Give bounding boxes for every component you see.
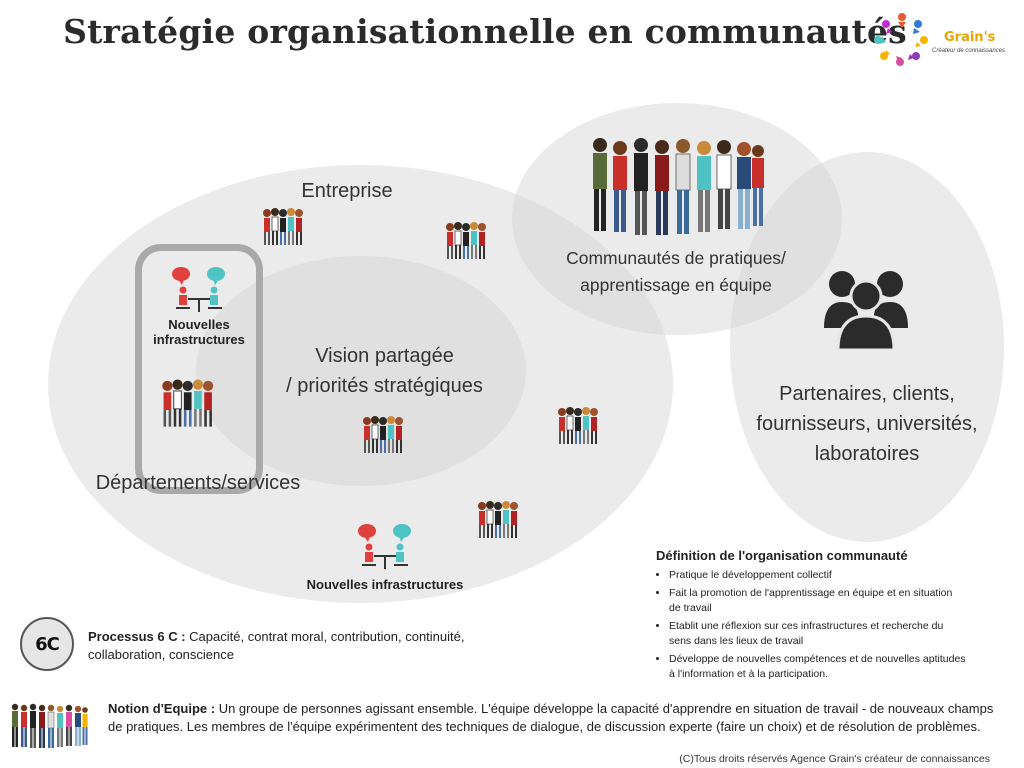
group-people-icon: [445, 221, 487, 260]
departements-label: Départements/services: [95, 472, 301, 494]
copyright-text: (C)Tous droits réservés Agence Grain's c…: [679, 753, 990, 765]
communautes-line-2: apprentissage en équipe: [580, 275, 772, 295]
team-crowd-icon: [11, 703, 88, 748]
group-people-icon: [161, 378, 214, 428]
group-people-icon: [557, 406, 599, 445]
group-people-icon: [477, 500, 519, 539]
team-definition-text: Notion d'Equipe : Un groupe de personnes…: [108, 700, 998, 736]
meeting-icon: [172, 267, 225, 312]
partenaires-label: Partenaires, clients, fournisseurs, univ…: [740, 379, 994, 469]
crowd-people-icon: [593, 138, 764, 235]
partners-group-icon: [824, 271, 908, 350]
communautes-line-1: Communautés de pratiques/: [566, 248, 786, 268]
process-body: Capacité, contrat moral, contribution, c…: [88, 629, 465, 662]
process-label: Processus 6 C :: [88, 629, 186, 644]
definition-title: Définition de l'organisation communauté: [656, 548, 908, 563]
page-title: Stratégie organisationnelle en communaut…: [63, 12, 907, 51]
definition-block: Définition de l'organisation communauté …: [656, 548, 966, 685]
process-text: Processus 6 C : Capacité, contrat moral,…: [88, 628, 508, 664]
nouvelles-infra-bottom-label: Nouvelles infrastructures: [306, 577, 464, 592]
entreprise-label: Entreprise: [301, 180, 393, 202]
departments-box: [135, 244, 263, 494]
vision-label: Vision partagée / priorités stratégiques: [262, 341, 507, 401]
partenaires-line-1: Partenaires, clients,: [779, 383, 955, 405]
people-circle-icon: [874, 13, 928, 66]
nouvelles-infra-line-2: infrastructures: [153, 332, 245, 347]
team-body: Un groupe de personnes agissant ensemble…: [108, 701, 994, 734]
vision-line-2: / priorités stratégiques: [286, 375, 483, 397]
group-people-icon: [262, 207, 304, 246]
list-item: Développe de nouvelles compétences et de…: [669, 652, 966, 682]
vision-line-1: Vision partagée: [315, 345, 454, 367]
nouvelles-infra-box-label: Nouvelles infrastructures: [140, 317, 258, 347]
list-item: Pratique le développement collectif: [669, 568, 966, 583]
nouvelles-infra-line-1: Nouvelles: [168, 317, 230, 332]
six-c-badge: 6C: [20, 617, 74, 671]
group-people-icon: [362, 415, 404, 454]
logo-tagline: Créateur de connaissances: [932, 48, 1006, 54]
definition-list: Pratique le développement collectif Fait…: [656, 568, 966, 682]
list-item: Etablit une réflexion sur ces infrastruc…: [669, 619, 966, 649]
meeting-icon: [358, 524, 411, 569]
partenaires-line-2: fournisseurs, universités,: [756, 413, 978, 435]
list-item: Fait la promotion de l'apprentissage en …: [669, 586, 966, 616]
logo-name: Grain's: [944, 30, 996, 45]
vision-ellipse: [196, 256, 526, 486]
team-label: Notion d'Equipe :: [108, 701, 216, 716]
communautes-label: Communautés de pratiques/ apprentissage …: [545, 245, 807, 299]
grains-logo: Grain's Créateur de connaissances: [872, 12, 1005, 68]
partenaires-line-3: laboratoires: [814, 443, 920, 465]
